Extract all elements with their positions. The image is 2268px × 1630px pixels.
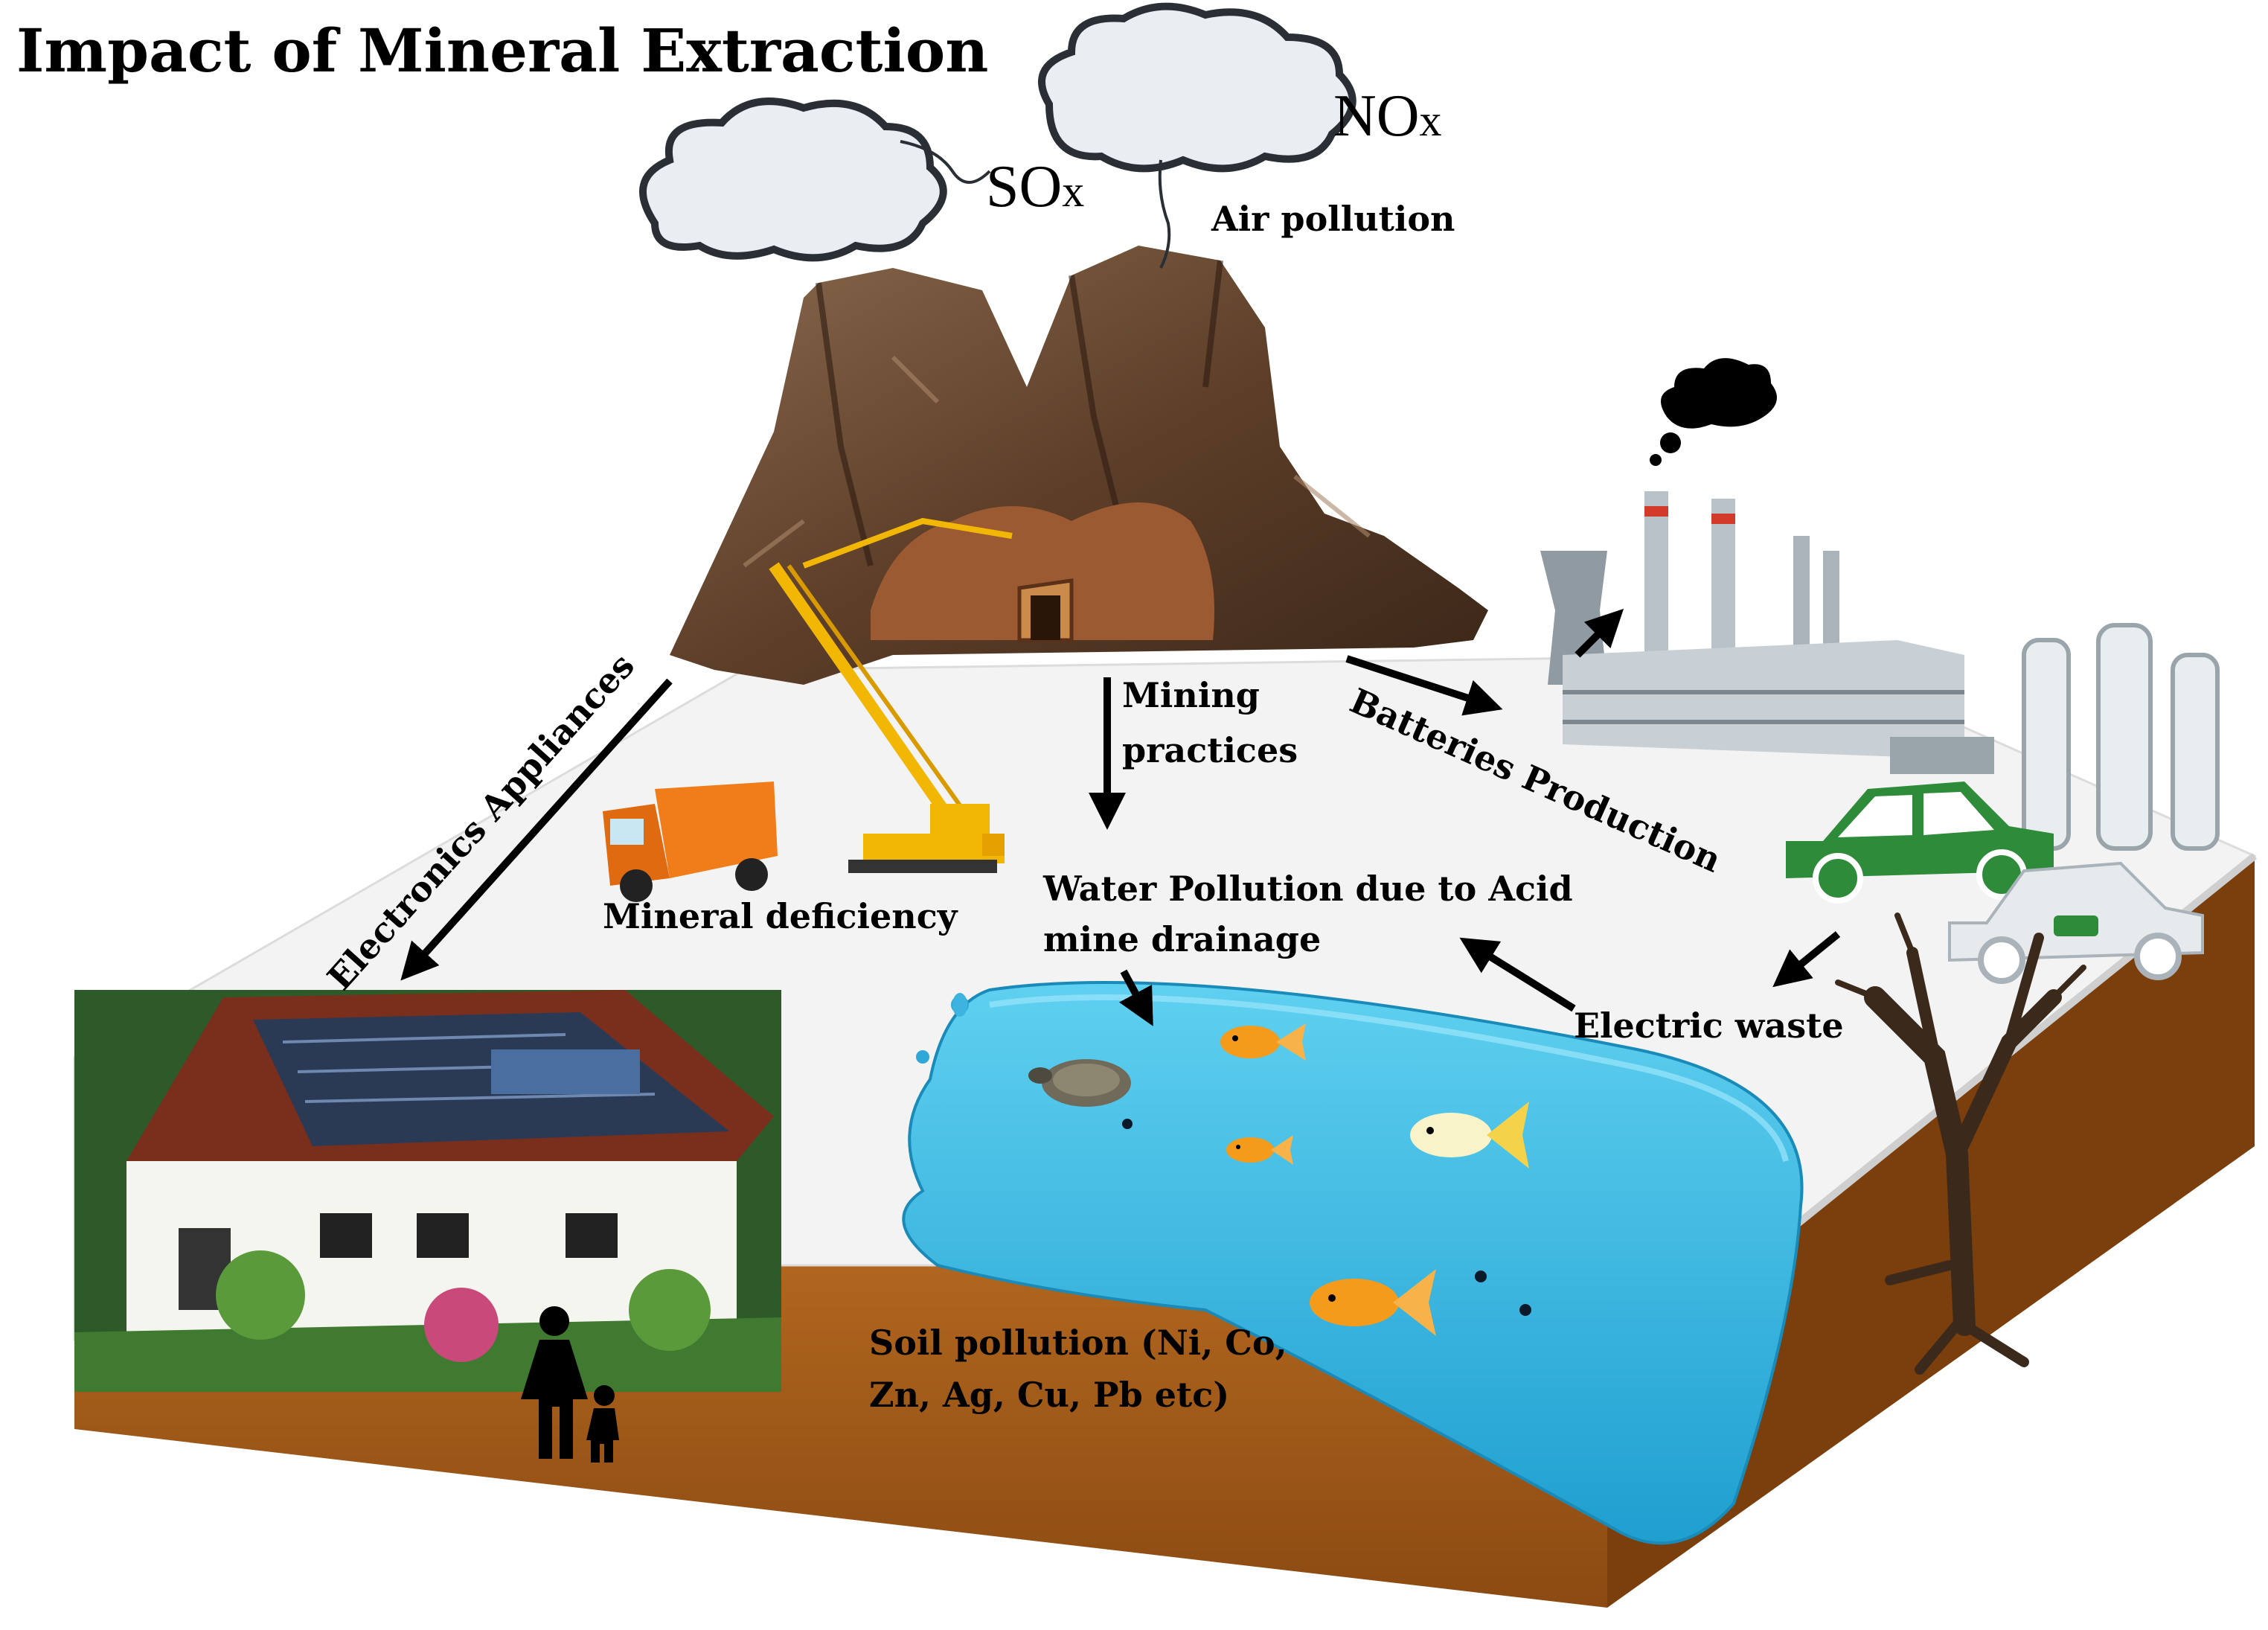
mine-mountain — [670, 246, 1488, 685]
sox-label: SOx — [986, 154, 1085, 220]
arrow-electronics — [400, 678, 673, 981]
cloud-right — [1038, 2, 1356, 173]
clouds — [639, 2, 1777, 466]
electric-waste-label: Electric waste — [1574, 1006, 1844, 1046]
house-with-solar-panels — [74, 990, 781, 1392]
dead-tree — [1835, 913, 2086, 1375]
water-pollution-label-line1: Water Pollution due to Acid — [1043, 869, 1573, 909]
soil-pollution-label-line1: Soil pollution (Ni, Co, — [869, 1323, 1287, 1363]
arrows — [400, 608, 1841, 1026]
crane — [769, 517, 1013, 873]
fish-group — [1028, 1023, 1529, 1336]
arrow-to-water — [1119, 969, 1153, 1026]
arrow-cars-to-waste — [1772, 931, 1841, 988]
diagram-title: Impact of Mineral Extraction — [16, 16, 989, 86]
water-pollution-label-line2: mine drainage — [1043, 919, 1322, 959]
people-silhouette — [521, 1306, 619, 1463]
arrow-electric-waste-left — [1459, 937, 1576, 1012]
soil-pollution-label-line2: Zn, Ag, Cu, Pb etc) — [869, 1375, 1230, 1415]
mining-practices-label-line1: Mining — [1122, 675, 1260, 715]
turtle — [1028, 1059, 1131, 1107]
air-pollution-label: Air pollution — [1211, 199, 1455, 239]
mineral-deficiency-label: Mineral deficiency — [603, 896, 958, 936]
dump-truck — [603, 782, 778, 902]
arrow-to-batteries — [1345, 655, 1503, 716]
soil-right-side — [1607, 856, 2255, 1608]
battery-factory — [1540, 491, 1994, 774]
cloud-left — [639, 98, 947, 262]
acid-mine-water-pool — [902, 981, 1804, 1545]
arrow-factory-smoke — [1575, 608, 1624, 658]
nox-label: NOx — [1333, 83, 1442, 149]
white-car — [1948, 861, 2204, 984]
charging-stations — [2022, 623, 2220, 851]
mining-practices-label-line2: practices — [1122, 730, 1298, 770]
